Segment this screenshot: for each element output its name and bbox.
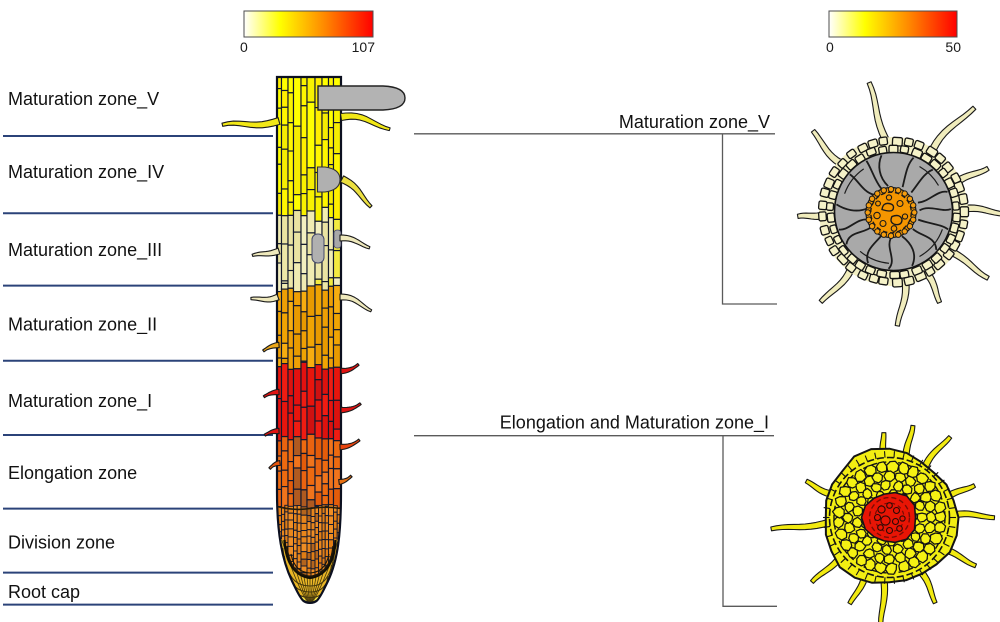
svg-text:Division zone: Division zone [8,533,115,553]
svg-text:Maturation zone_V: Maturation zone_V [619,112,770,133]
svg-text:Maturation zone_I: Maturation zone_I [8,391,152,412]
svg-text:Maturation zone_II: Maturation zone_II [8,315,157,336]
svg-text:Elongation and Maturation zone: Elongation and Maturation zone_I [500,413,769,434]
svg-text:50: 50 [945,39,961,55]
svg-text:Maturation zone_III: Maturation zone_III [8,240,162,261]
svg-text:0: 0 [240,39,248,55]
svg-text:Maturation zone_V: Maturation zone_V [8,89,159,110]
svg-text:107: 107 [352,39,376,55]
svg-text:Root cap: Root cap [8,582,80,602]
svg-text:Maturation zone_IV: Maturation zone_IV [8,162,164,183]
svg-text:Elongation zone: Elongation zone [8,463,137,483]
svg-text:0: 0 [826,39,834,55]
